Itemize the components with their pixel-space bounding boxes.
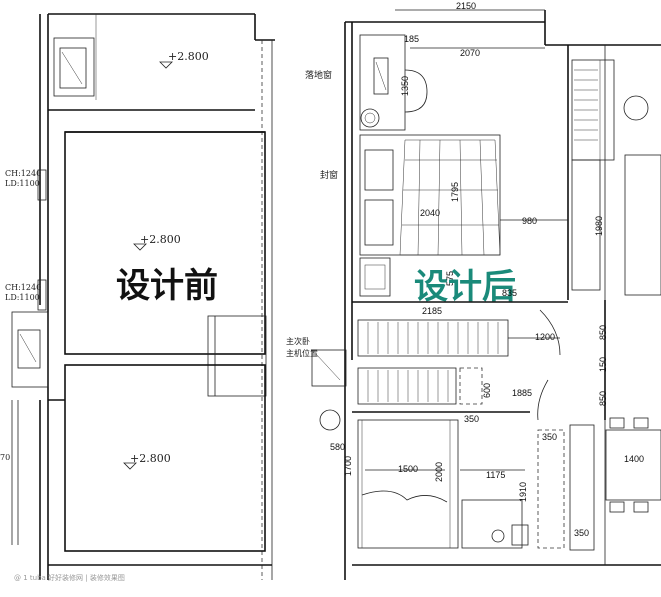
dim-350b: 350 xyxy=(542,432,557,442)
before-ld-1: LD:1100 xyxy=(5,179,40,188)
dim-835: 835 xyxy=(502,288,517,298)
before-level-label-1: +2.800 xyxy=(168,50,209,63)
dim-850a: 850 xyxy=(598,325,608,340)
dim-600: 600 xyxy=(482,383,492,398)
before-edge-fragment: 70 xyxy=(0,453,10,462)
dim-2000: 2000 xyxy=(434,462,444,482)
dim-2150: 2150 xyxy=(456,1,476,11)
before-ch-2: CH:1240 xyxy=(5,283,41,292)
dim-1700: 1700 xyxy=(343,456,353,476)
label-floor-window: 落地窗 xyxy=(305,69,332,81)
dim-1200: 1200 xyxy=(535,332,555,342)
before-heading: 设计前 xyxy=(116,266,218,306)
dim-1795: 1795 xyxy=(450,182,460,202)
before-ld-2: LD:1100 xyxy=(5,293,40,302)
label-sealed-window: 封窗 xyxy=(320,169,338,181)
after-heading: 设计后 xyxy=(414,267,516,307)
before-level-label-3: +2.800 xyxy=(130,452,171,465)
dim-2185: 2185 xyxy=(422,306,442,316)
label-main-sub-2: 主机位置 xyxy=(286,348,318,358)
dim-850b: 850 xyxy=(598,391,608,406)
before-ch-1: CH:1240 xyxy=(5,169,41,178)
dim-350c: 350 xyxy=(574,528,589,538)
storage-hatching-1 xyxy=(367,322,499,354)
dim-575: 575 xyxy=(445,271,455,286)
watermark: @ 1 tuba 好好装修网 | 装修效果图 xyxy=(14,573,125,582)
dim-580: 580 xyxy=(330,442,345,452)
dim-350a: 350 xyxy=(464,414,479,424)
dim-1400: 1400 xyxy=(624,454,644,464)
dim-980: 980 xyxy=(522,216,537,226)
storage-hatching-2 xyxy=(367,370,449,402)
bed-quilt xyxy=(399,139,501,256)
dim-1910: 1910 xyxy=(518,482,528,502)
label-main-sub-1: 主次卧 xyxy=(286,336,310,346)
dim-150: 150 xyxy=(598,357,608,372)
before-plan: +2.800 +2.800 设计前 CH:1240 LD:1100 CH:124… xyxy=(0,13,275,580)
dim-1885: 1885 xyxy=(512,388,532,398)
dim-2070: 2070 xyxy=(460,48,480,58)
after-plan: 2150 185 2070 1350 落地窗 2040 1795 xyxy=(286,1,661,580)
wardrobe-hangers xyxy=(574,69,598,141)
dim-185: 185 xyxy=(404,34,419,44)
dim-1980: 1980 xyxy=(594,216,604,236)
dim-2040: 2040 xyxy=(420,208,440,218)
dim-1350: 1350 xyxy=(400,76,410,96)
dim-1175: 1175 xyxy=(486,470,505,480)
before-level-label-2: +2.800 xyxy=(140,233,181,246)
dim-1500: 1500 xyxy=(398,464,418,474)
